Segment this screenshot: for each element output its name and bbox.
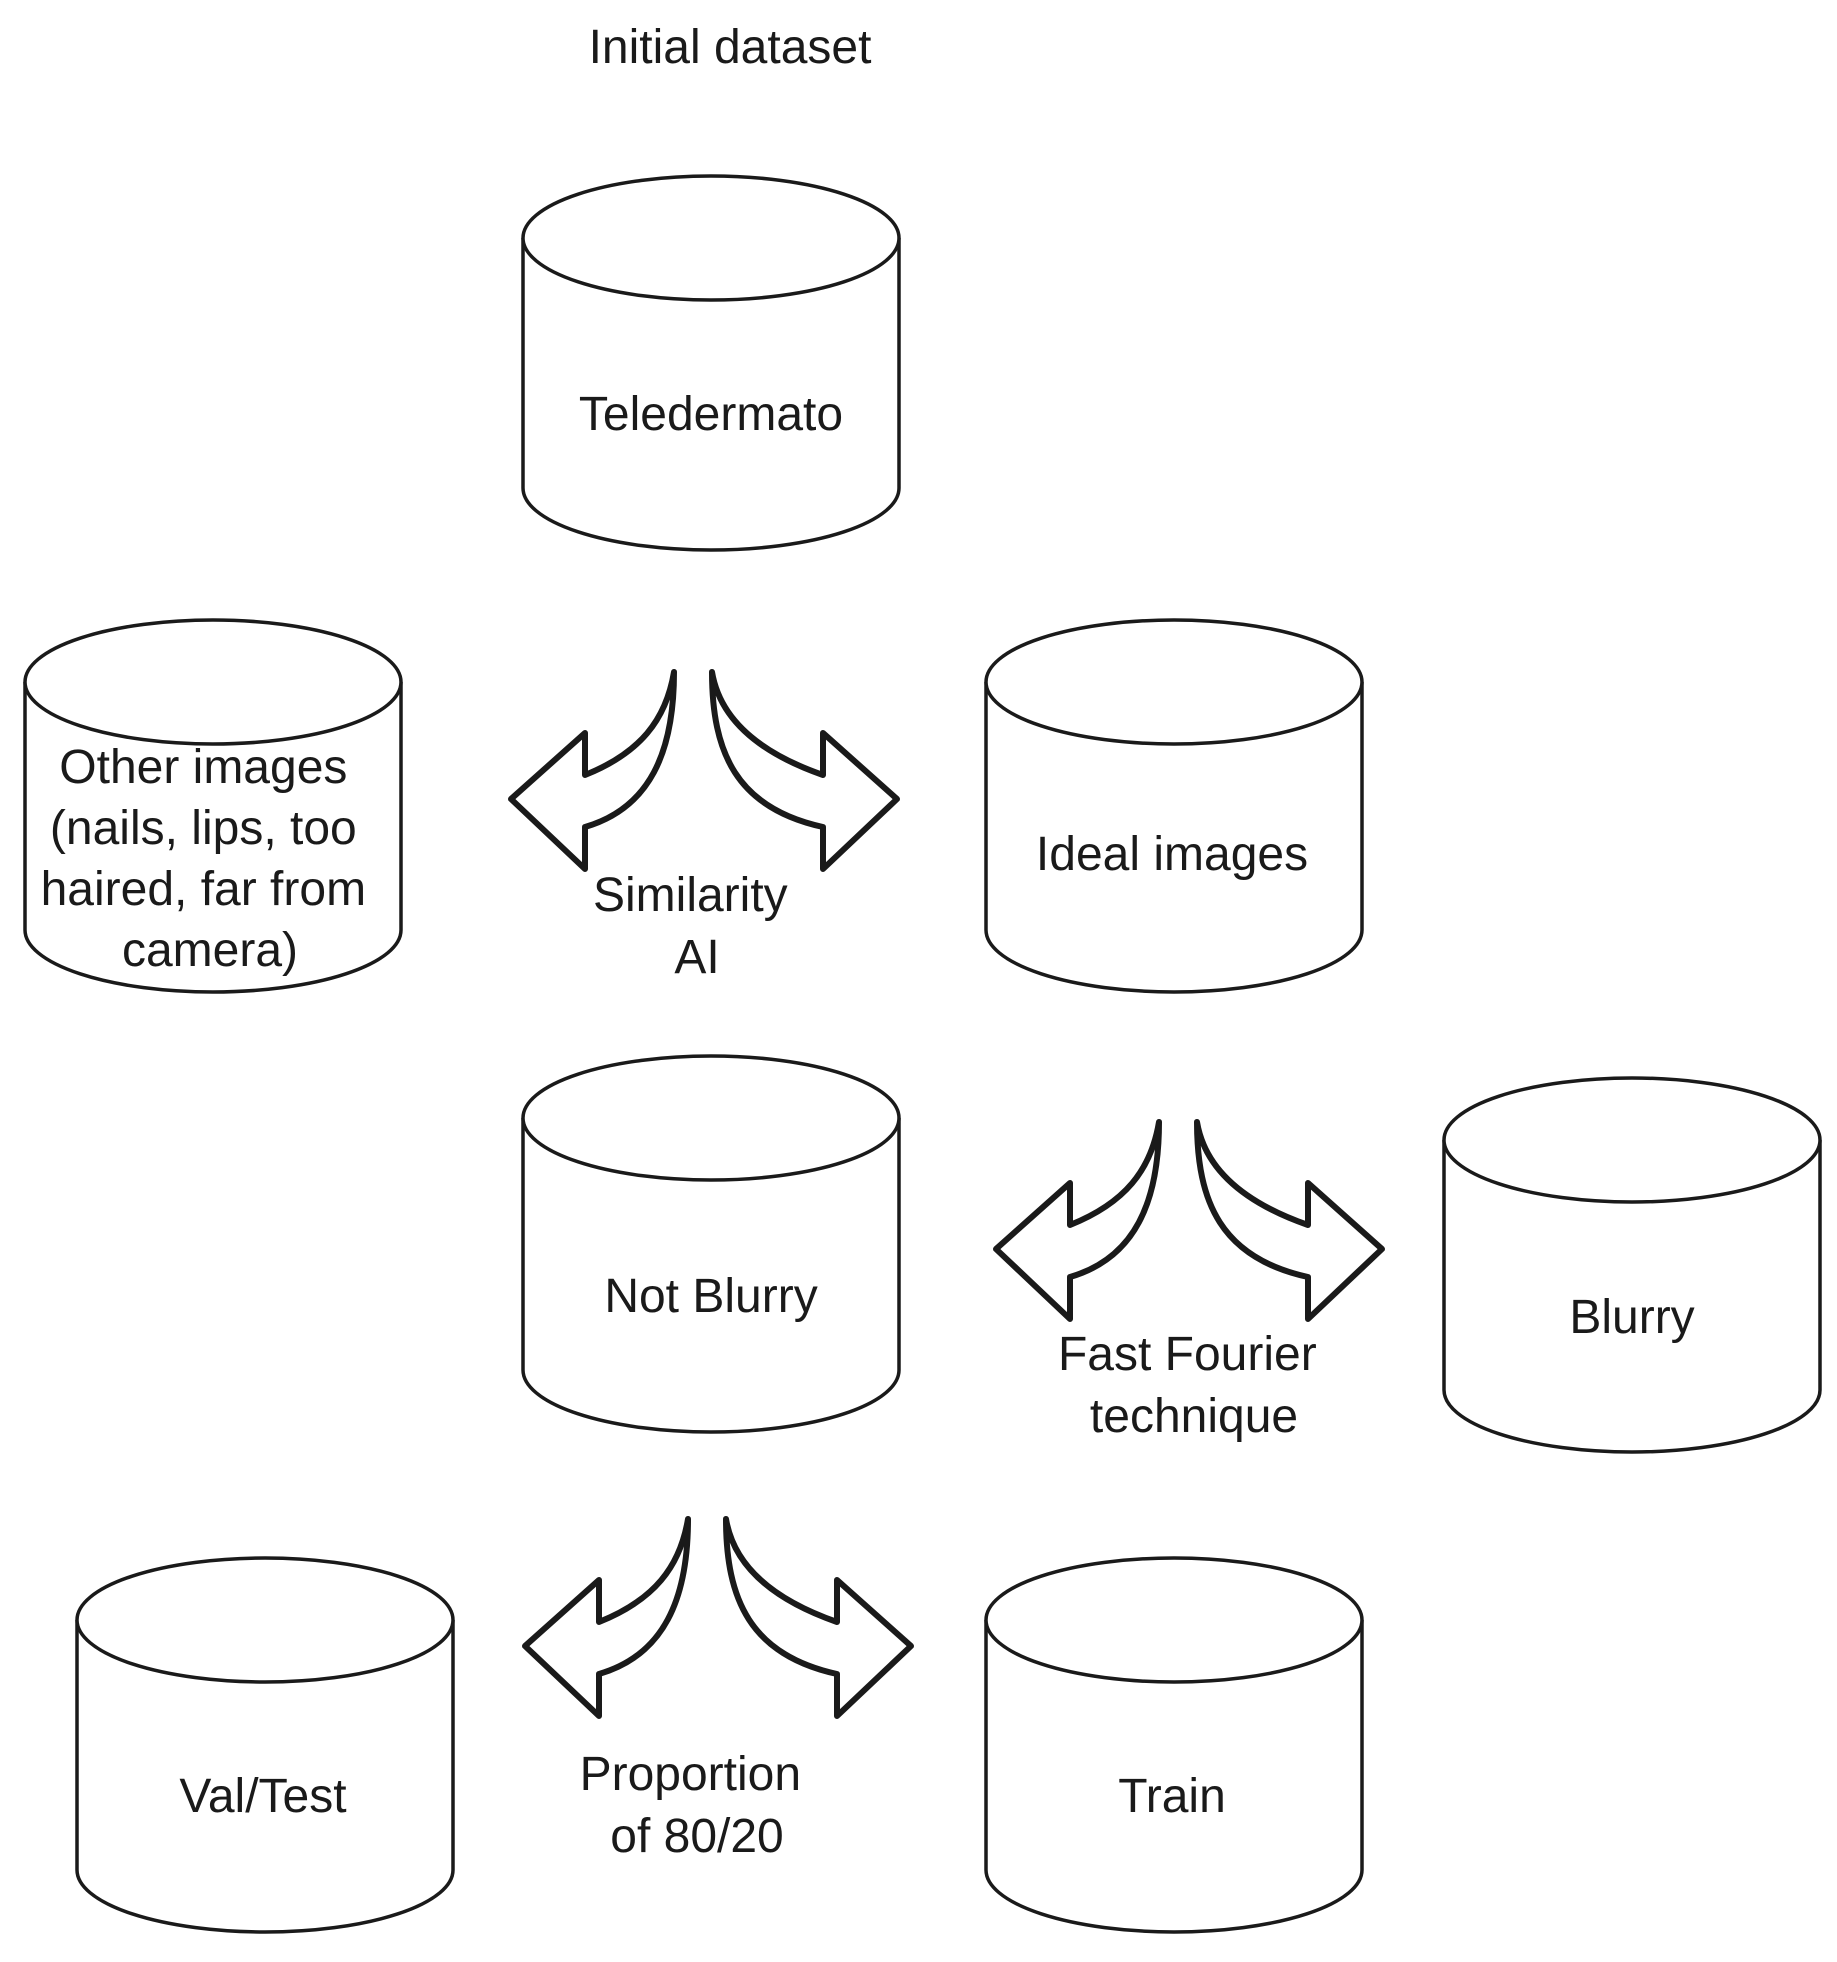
cylinder-teledermato: Teledermato xyxy=(521,174,901,552)
cylinder-not-blurry-label: Not Blurry xyxy=(604,1270,817,1323)
diagram-title: Initial dataset xyxy=(589,21,872,74)
cylinder-train-line: Train xyxy=(1118,1770,1226,1823)
method-label-line: of 80/20 xyxy=(610,1810,783,1863)
method-label-line: Proportion xyxy=(580,1748,801,1801)
method-label-fft: Fast Fourier technique xyxy=(1058,1328,1330,1443)
cylinder-other-images-label: Other images (nails, lips, too haired, f… xyxy=(41,741,380,977)
cylinder-train: Train xyxy=(984,1556,1364,1934)
split-arrows-similarity xyxy=(508,669,900,872)
cylinder-other-images-line: camera) xyxy=(122,924,298,977)
cylinder-teledermato-label: Teledermato xyxy=(579,388,843,441)
curved-arrow-left-icon xyxy=(993,1119,1162,1322)
cylinder-other-images-line: Other images xyxy=(59,741,347,794)
method-label-line: technique xyxy=(1090,1390,1298,1443)
cylinder-other-images-line: (nails, lips, too xyxy=(50,802,357,855)
cylinder-not-blurry-line: Not Blurry xyxy=(604,1270,817,1323)
method-label-line: Fast Fourier xyxy=(1058,1328,1317,1381)
cylinder-other-images-line: haired, far from xyxy=(41,863,366,916)
cylinder-val-test: Val/Test xyxy=(75,1556,455,1934)
cylinder-blurry: Blurry xyxy=(1442,1076,1822,1454)
curved-arrow-right-icon xyxy=(709,669,900,872)
cylinder-val-test-line: Val/Test xyxy=(179,1770,346,1823)
method-label-line: AI xyxy=(674,931,719,984)
cylinder-ideal-images-line: Ideal images xyxy=(1036,828,1308,881)
cylinder-ideal-images: Ideal images xyxy=(984,618,1364,994)
cylinder-ideal-images-label: Ideal images xyxy=(1036,828,1308,881)
split-arrows-fft xyxy=(993,1119,1385,1322)
split-arrows-proportion xyxy=(522,1516,914,1719)
cylinder-other-images: Other images (nails, lips, too haired, f… xyxy=(23,618,403,994)
method-label-similarity: Similarity AI xyxy=(593,869,801,984)
cylinder-val-test-label: Val/Test xyxy=(179,1770,346,1823)
curved-arrow-left-icon xyxy=(522,1516,691,1719)
curved-arrow-left-icon xyxy=(508,669,677,872)
cylinder-not-blurry: Not Blurry xyxy=(521,1054,901,1434)
curved-arrow-right-icon xyxy=(723,1516,914,1719)
cylinder-blurry-label: Blurry xyxy=(1569,1291,1694,1344)
cylinder-blurry-line: Blurry xyxy=(1569,1291,1694,1344)
cylinder-train-label: Train xyxy=(1118,1770,1226,1823)
curved-arrow-right-icon xyxy=(1194,1119,1385,1322)
method-label-proportion: Proportion of 80/20 xyxy=(580,1748,815,1863)
cylinder-teledermato-line: Teledermato xyxy=(579,388,843,441)
method-label-line: Similarity xyxy=(593,869,788,922)
